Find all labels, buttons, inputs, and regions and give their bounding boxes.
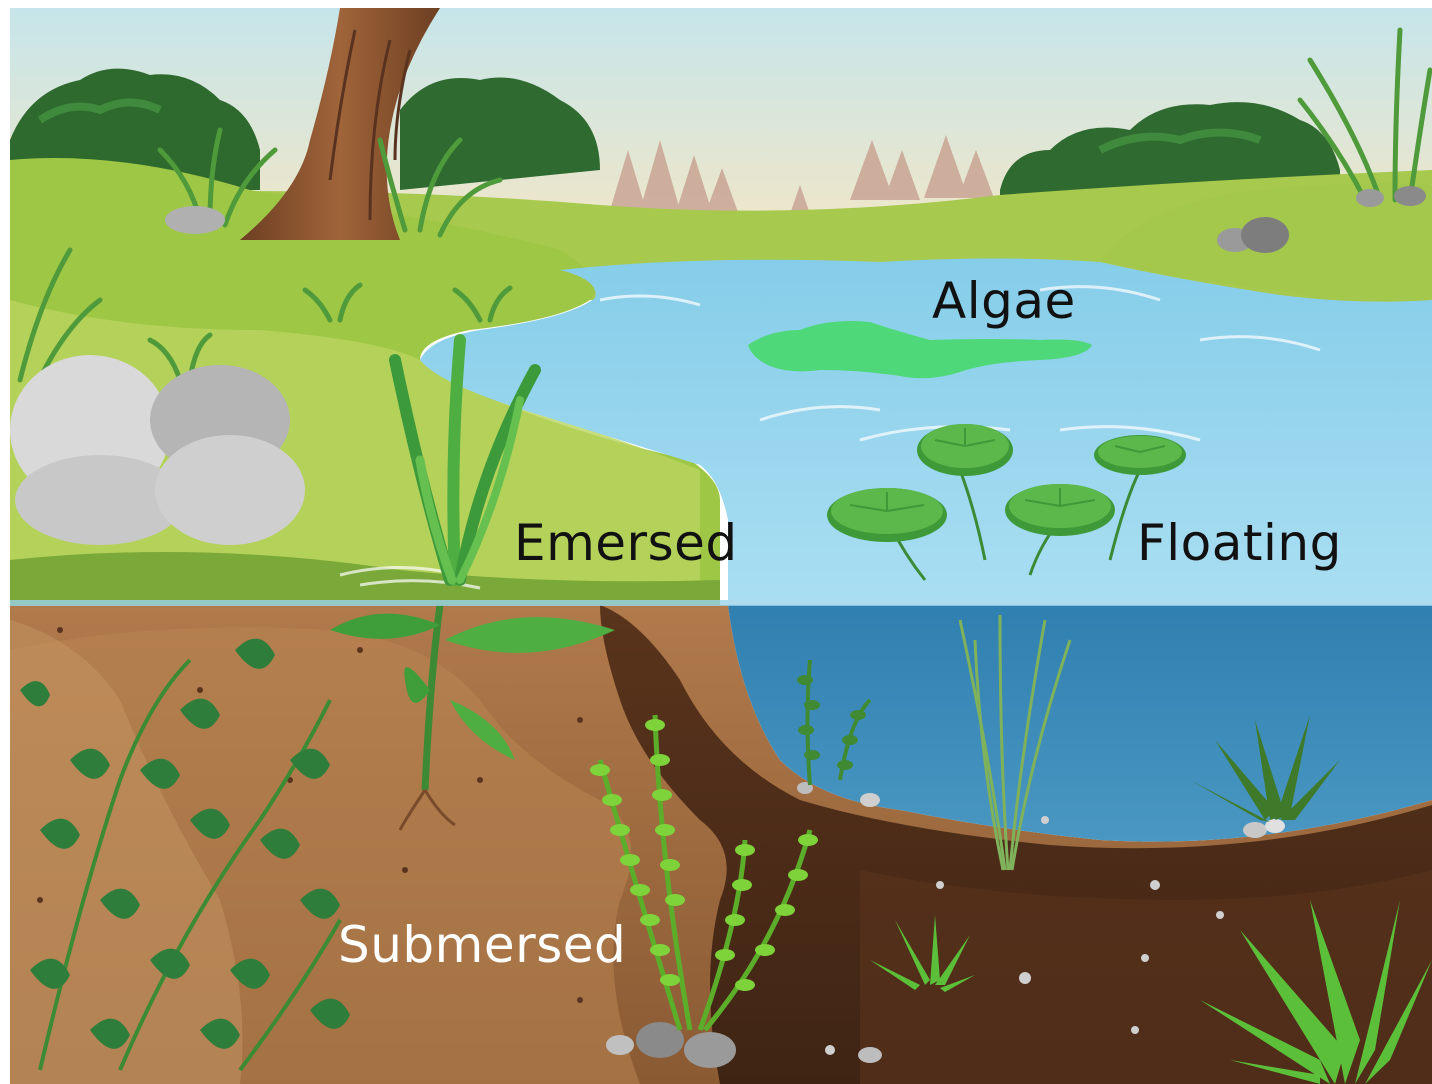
- submersed-label: Submersed: [338, 920, 626, 970]
- algae-label: Algae: [932, 276, 1076, 326]
- floating-label: Floating: [1137, 518, 1342, 568]
- emersed-label: Emersed: [514, 518, 738, 568]
